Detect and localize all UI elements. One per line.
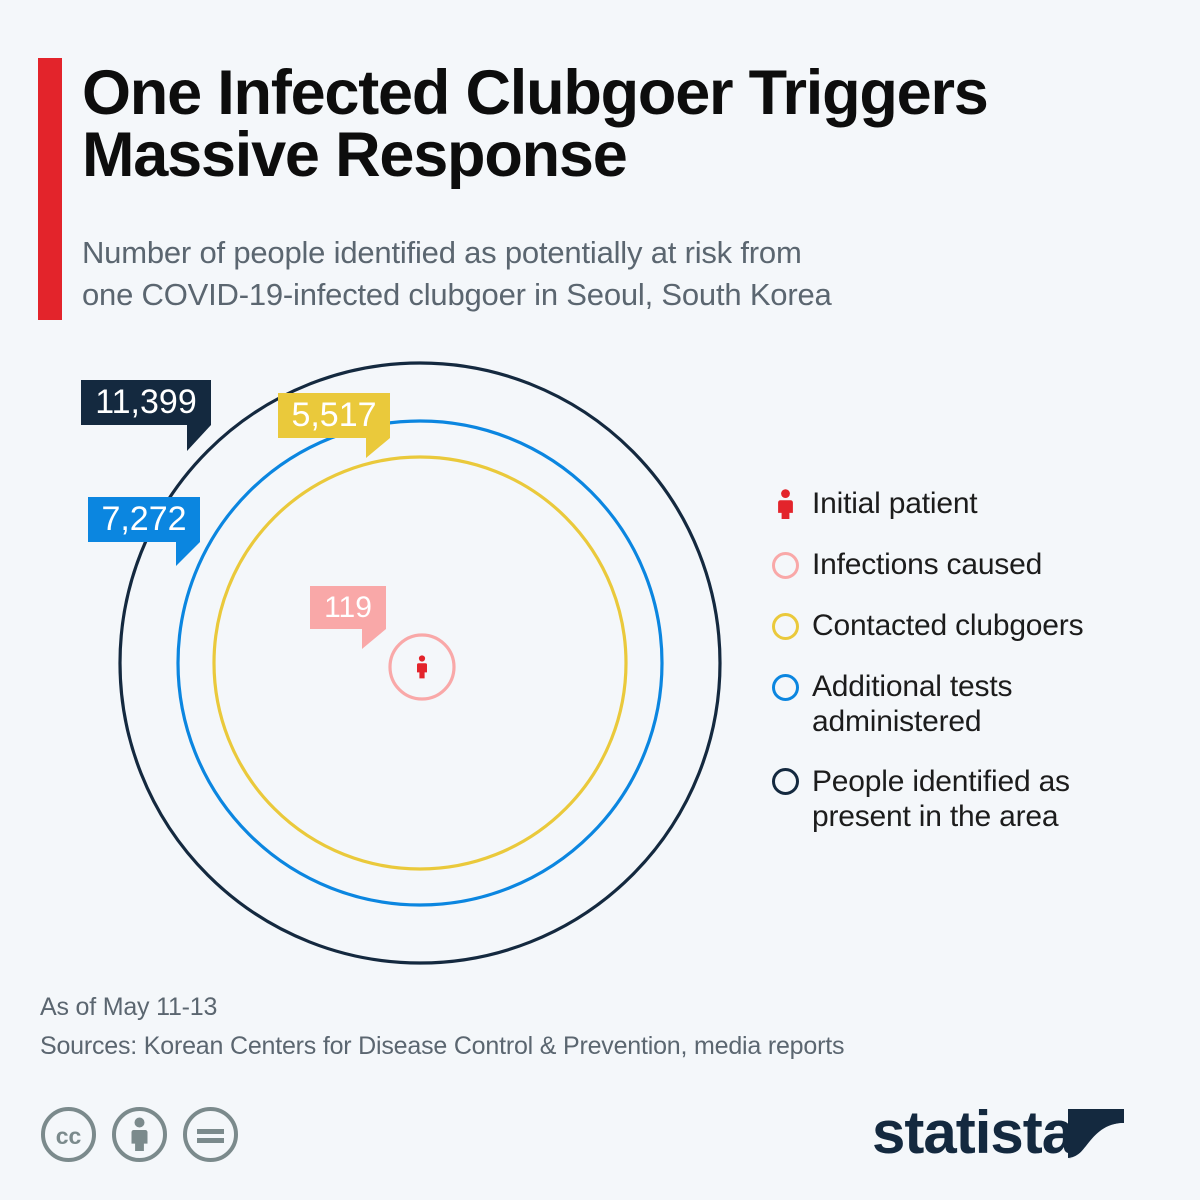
legend-item-label: Initial patient (812, 484, 978, 521)
subtitle-line-2: one COVID-19-infected clubgoer in Seoul,… (82, 277, 832, 313)
legend-item-label: Contacted clubgoers (812, 606, 1084, 643)
callout-contacted-clubgoers: 5,517 (278, 393, 390, 458)
statista-mark-icon (1068, 1109, 1124, 1159)
callout-tail (366, 438, 390, 458)
person-icon-svg (777, 489, 793, 519)
circle-additional-tests (176, 419, 664, 907)
page-subtitle: Number of people identified as potential… (82, 232, 1132, 316)
sources-note: Sources: Korean Centers for Disease Cont… (40, 1032, 845, 1060)
legend-item-infections-caused: Infections caused (766, 545, 1186, 584)
callout-tail (187, 425, 211, 451)
person-icon (766, 485, 804, 523)
legend-item-label: People identified as present in the area (812, 762, 1070, 835)
cc-icon-svg: cc (41, 1107, 96, 1162)
legend-label-line-1: Additional tests (812, 670, 1013, 703)
accent-bar (38, 58, 62, 320)
cc-by-icon-svg (112, 1107, 167, 1162)
circle-infections-caused (388, 633, 456, 701)
legend-label-line-2: present in the area (812, 800, 1059, 834)
svg-text:cc: cc (56, 1123, 82, 1149)
ring-shape (771, 551, 799, 579)
legend-item-initial-patient: Initial patient (766, 484, 1186, 523)
legend-label-line-1: Infections caused (812, 548, 1043, 581)
callout-people-identified: 11,399 (81, 380, 211, 451)
legend-label-line-1: Contacted clubgoers (812, 609, 1084, 642)
callout-tail (176, 542, 200, 566)
callout-contacted-clubgoers-value: 5,517 (291, 396, 377, 434)
title-line-2: Massive Response (82, 120, 628, 191)
statista-wordmark: statista (872, 1101, 1076, 1166)
chart-legend: Initial patient Infections caused Contac… (766, 484, 1186, 835)
circle-outline-icon (766, 546, 804, 584)
circle-contacted-clubgoers (212, 455, 628, 871)
legend-label-line-1: Initial patient (812, 487, 978, 520)
cc-nd-icon-svg (183, 1107, 238, 1162)
circle-outline-icon (766, 607, 804, 645)
concentric-circles-svg (118, 361, 722, 965)
callout-additional-tests-value: 7,272 (101, 500, 187, 538)
cc-nd-equals-icon[interactable] (182, 1106, 239, 1168)
page-title: One Infected Clubgoer Triggers Massive R… (82, 58, 1182, 191)
legend-item-label: Infections caused (812, 545, 1042, 582)
callout-infections-caused: 119 (310, 586, 386, 649)
ring-shape (771, 612, 799, 640)
ring-shape (771, 673, 799, 701)
title-line-1: One Infected Clubgoer Triggers (82, 58, 989, 128)
circle-outline-icon (766, 763, 804, 801)
bubble-chart: 11,399 7,272 5,517 119 (81, 361, 722, 965)
legend-item-additional-tests: Additional tests administered (766, 667, 1186, 740)
statista-logo-svg: statista (872, 1099, 1124, 1166)
legend-label-line-1: People identified as (812, 764, 1070, 798)
cc-icon[interactable]: cc (40, 1106, 97, 1168)
callout-infections-caused-value: 119 (324, 590, 372, 624)
circle-people-identified (118, 361, 722, 965)
legend-item-people-identified: People identified as present in the area (766, 762, 1186, 835)
cc-by-person-icon[interactable] (111, 1106, 168, 1168)
callout-additional-tests: 7,272 (88, 497, 200, 566)
callout-people-identified-value: 11,399 (95, 383, 197, 421)
callout-tail (362, 629, 386, 649)
legend-label-line-2: administered (812, 705, 982, 739)
subtitle-line-1: Number of people identified as potential… (82, 235, 802, 270)
legend-item-label: Additional tests administered (812, 667, 1012, 740)
legend-item-contacted-clubgoers: Contacted clubgoers (766, 606, 1186, 645)
initial-patient-icon (417, 655, 427, 679)
circle-outline-icon (766, 668, 804, 706)
license-icons: cc (40, 1106, 239, 1168)
statista-logo[interactable]: statista (872, 1099, 1124, 1172)
as-of-note: As of May 11-13 (40, 993, 218, 1021)
ring-shape (771, 768, 799, 796)
